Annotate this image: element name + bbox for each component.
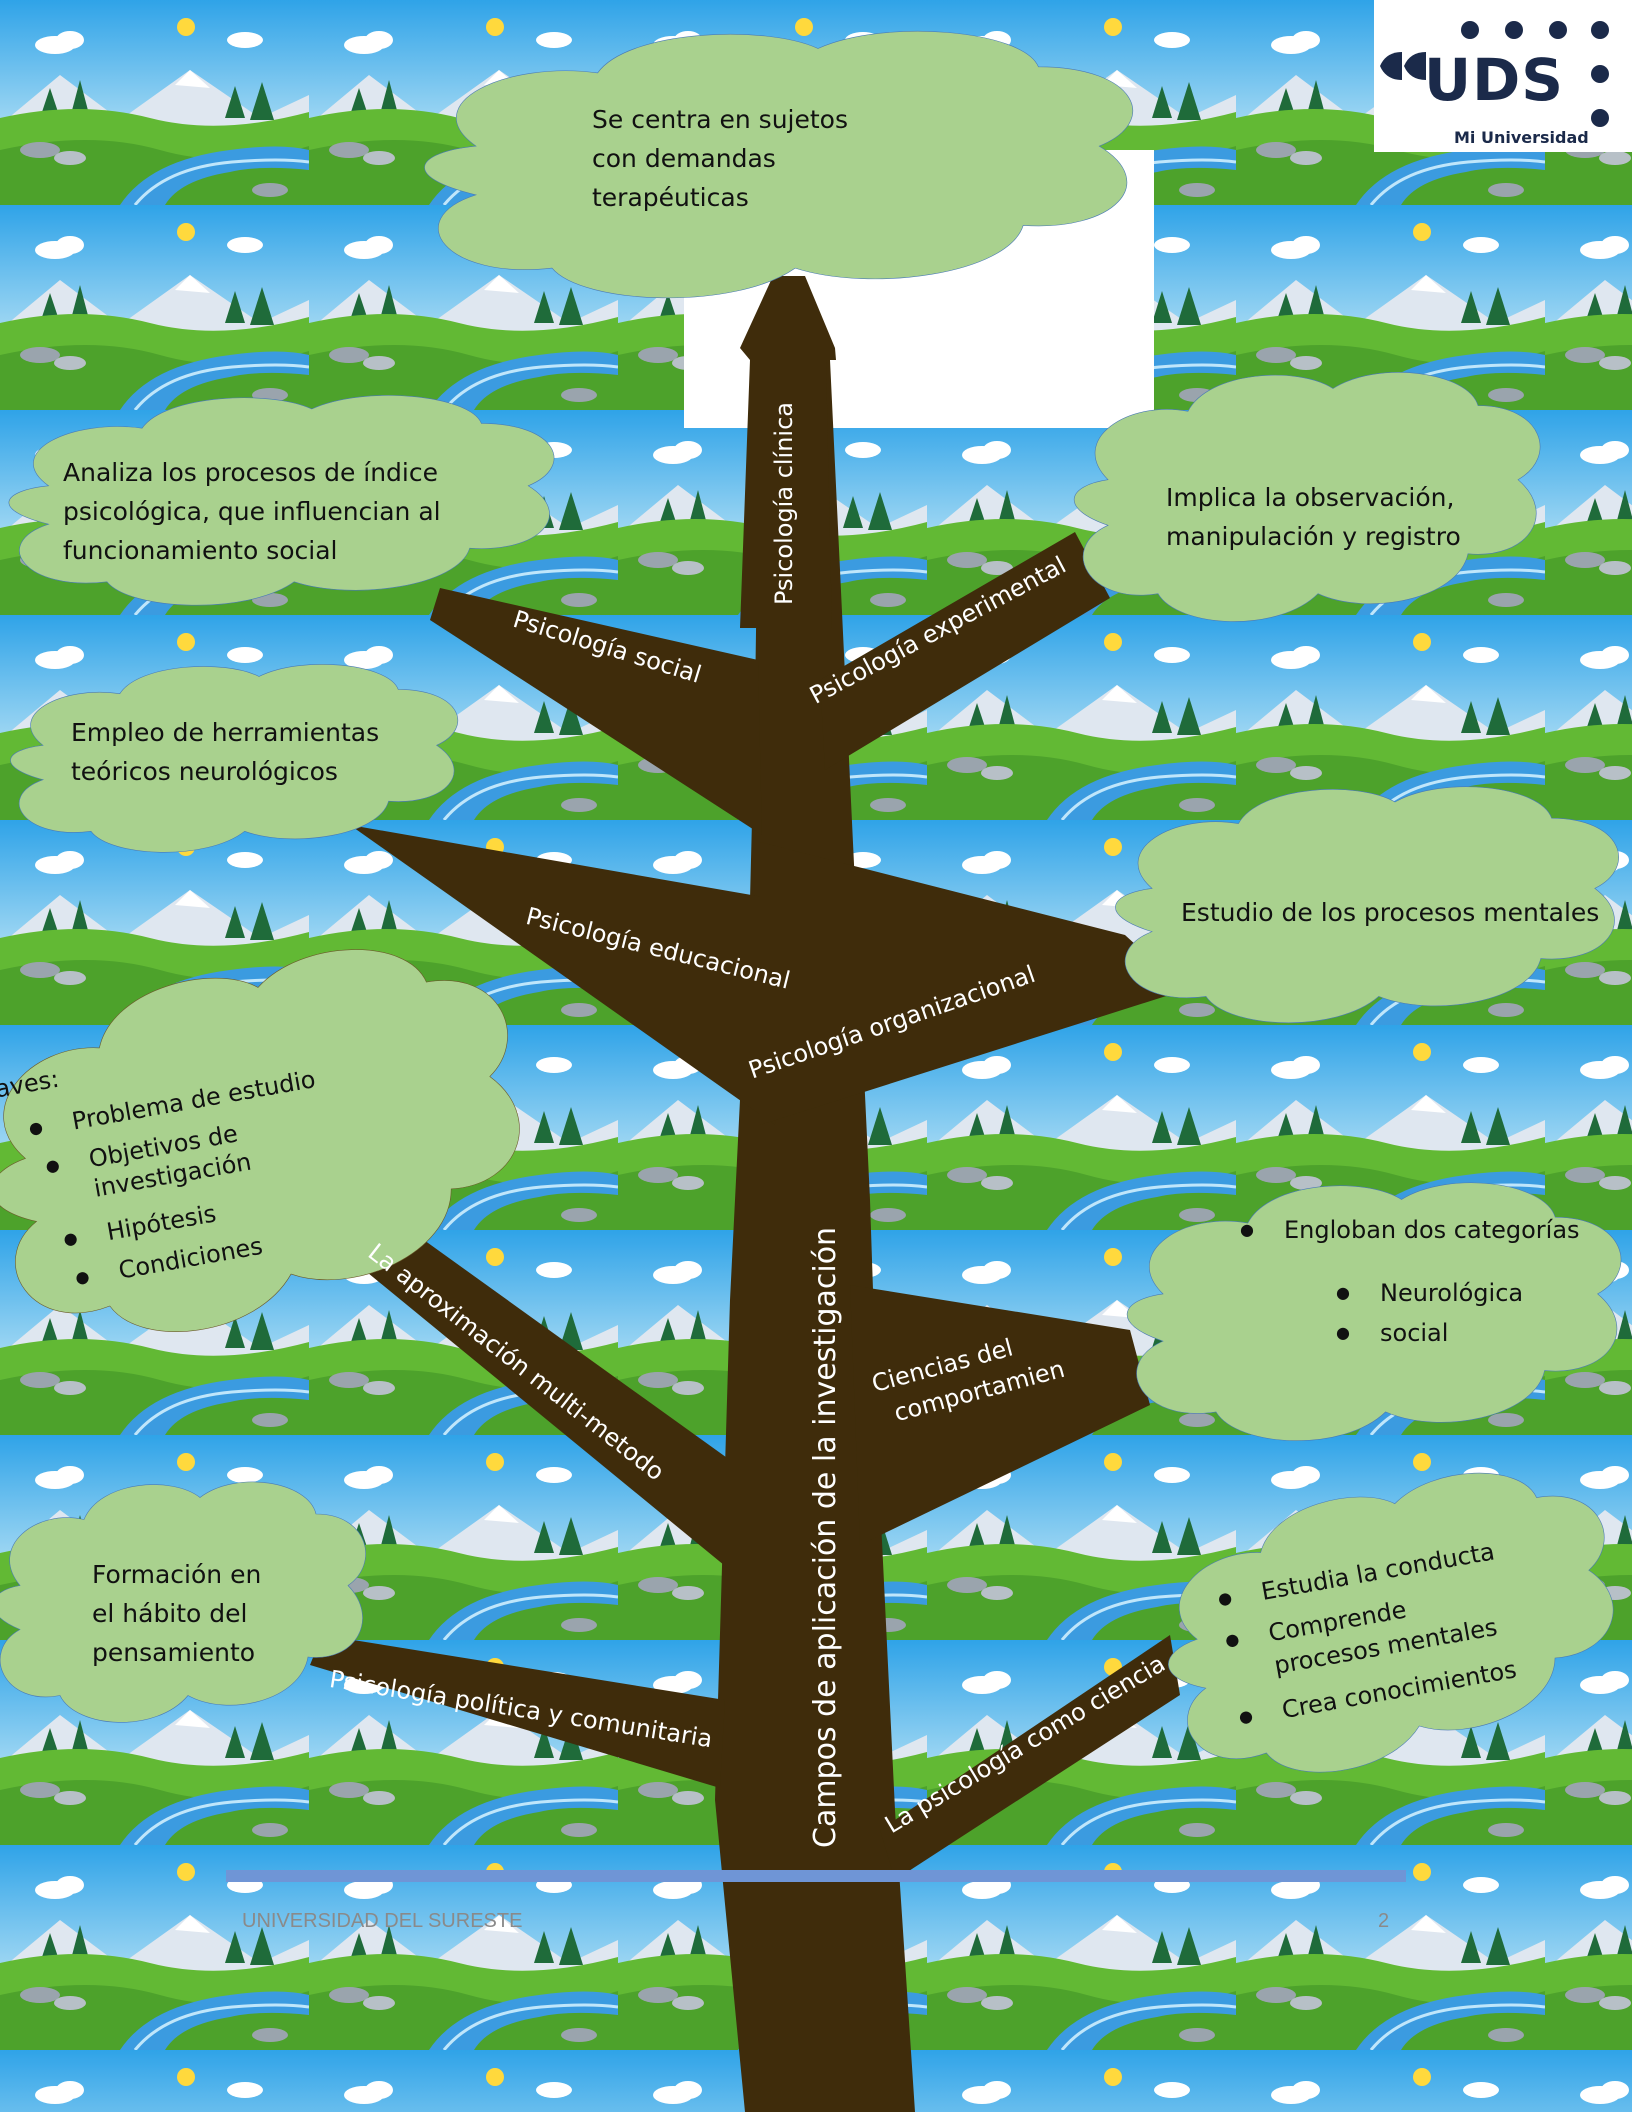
footer-divider: [226, 1870, 1406, 1882]
categorias-heading: Engloban dos categorías: [1240, 1215, 1579, 1245]
trunk: [715, 360, 915, 2112]
cloud-categorias: Engloban dos categorías Neurológica soci…: [1110, 1170, 1632, 1465]
cloud-claves: claves: Problema de estudio Objetivos de…: [0, 903, 575, 1397]
branch-politica: [310, 1635, 725, 1788]
cloud-neuro: Empleo de herramientas teóricos neurológ…: [0, 655, 475, 870]
cloud-line: Estudio de los procesos mentales: [1181, 898, 1600, 927]
footer-institution: UNIVERSIDAD DEL SURESTE: [242, 1910, 523, 1932]
branch-multimetodo: [340, 1230, 730, 1570]
cloud-line: terapéuticas: [592, 183, 749, 212]
cloud-line: Empleo de herramientas: [71, 718, 380, 747]
cloud-line: Formación en: [92, 1560, 262, 1589]
cloud-experimental: Implica la observación, manipulación y r…: [1058, 360, 1558, 645]
cloud-line: psicológica, que influencian al: [63, 497, 441, 526]
cloud-line: Implica la observación,: [1166, 483, 1455, 512]
uds-logo: UDS Mi Universidad: [1374, 0, 1632, 152]
branch-organizacional: [760, 842, 1185, 1125]
cloud-line: funcionamiento social: [63, 536, 338, 565]
trunk-label: Campos de aplicación de la investigación: [808, 1226, 843, 1848]
logo-subtitle: Mi Universidad: [1454, 128, 1589, 147]
cloud-line: pensamiento: [92, 1638, 256, 1667]
categorias-item: social: [1336, 1318, 1449, 1348]
footer-page-number: 2: [1378, 1910, 1390, 1932]
branch-ciencia: [880, 1635, 1180, 1880]
branch-educacional: [350, 825, 780, 1125]
branch-clinica: [740, 276, 836, 628]
cloud-line: Analiza los procesos de índice: [63, 458, 438, 487]
cloud-line: con demandas: [592, 144, 776, 173]
cloud-mentales: Estudio de los procesos mentales: [1098, 775, 1632, 1045]
cloud-conducta: Estudia la conducta Comprende procesos m…: [1127, 1435, 1632, 1825]
logo-mark-icon: [1380, 21, 1609, 127]
cloud-social: Analiza los procesos de índice psicológi…: [0, 385, 575, 625]
cloud-line: el hábito del: [92, 1599, 248, 1628]
logo-text: UDS: [1424, 46, 1565, 114]
branch-comportamiento: [850, 1285, 1150, 1545]
cloud-line: teóricos neurológicos: [71, 757, 338, 786]
cloud-habito: Formación en el hábito del pensamiento: [0, 1470, 380, 1745]
cloud-line: manipulación y registro: [1166, 522, 1461, 551]
cloud-clinica: Se centra en sujetos con demandas terapé…: [400, 18, 1160, 323]
branch-label-clinica: Psicología clínica: [770, 401, 798, 605]
cloud-line: Se centra en sujetos: [592, 105, 849, 134]
categorias-item: Neurológica: [1336, 1278, 1523, 1308]
branch-social: [430, 588, 762, 835]
branch-experimental: [820, 532, 1110, 770]
